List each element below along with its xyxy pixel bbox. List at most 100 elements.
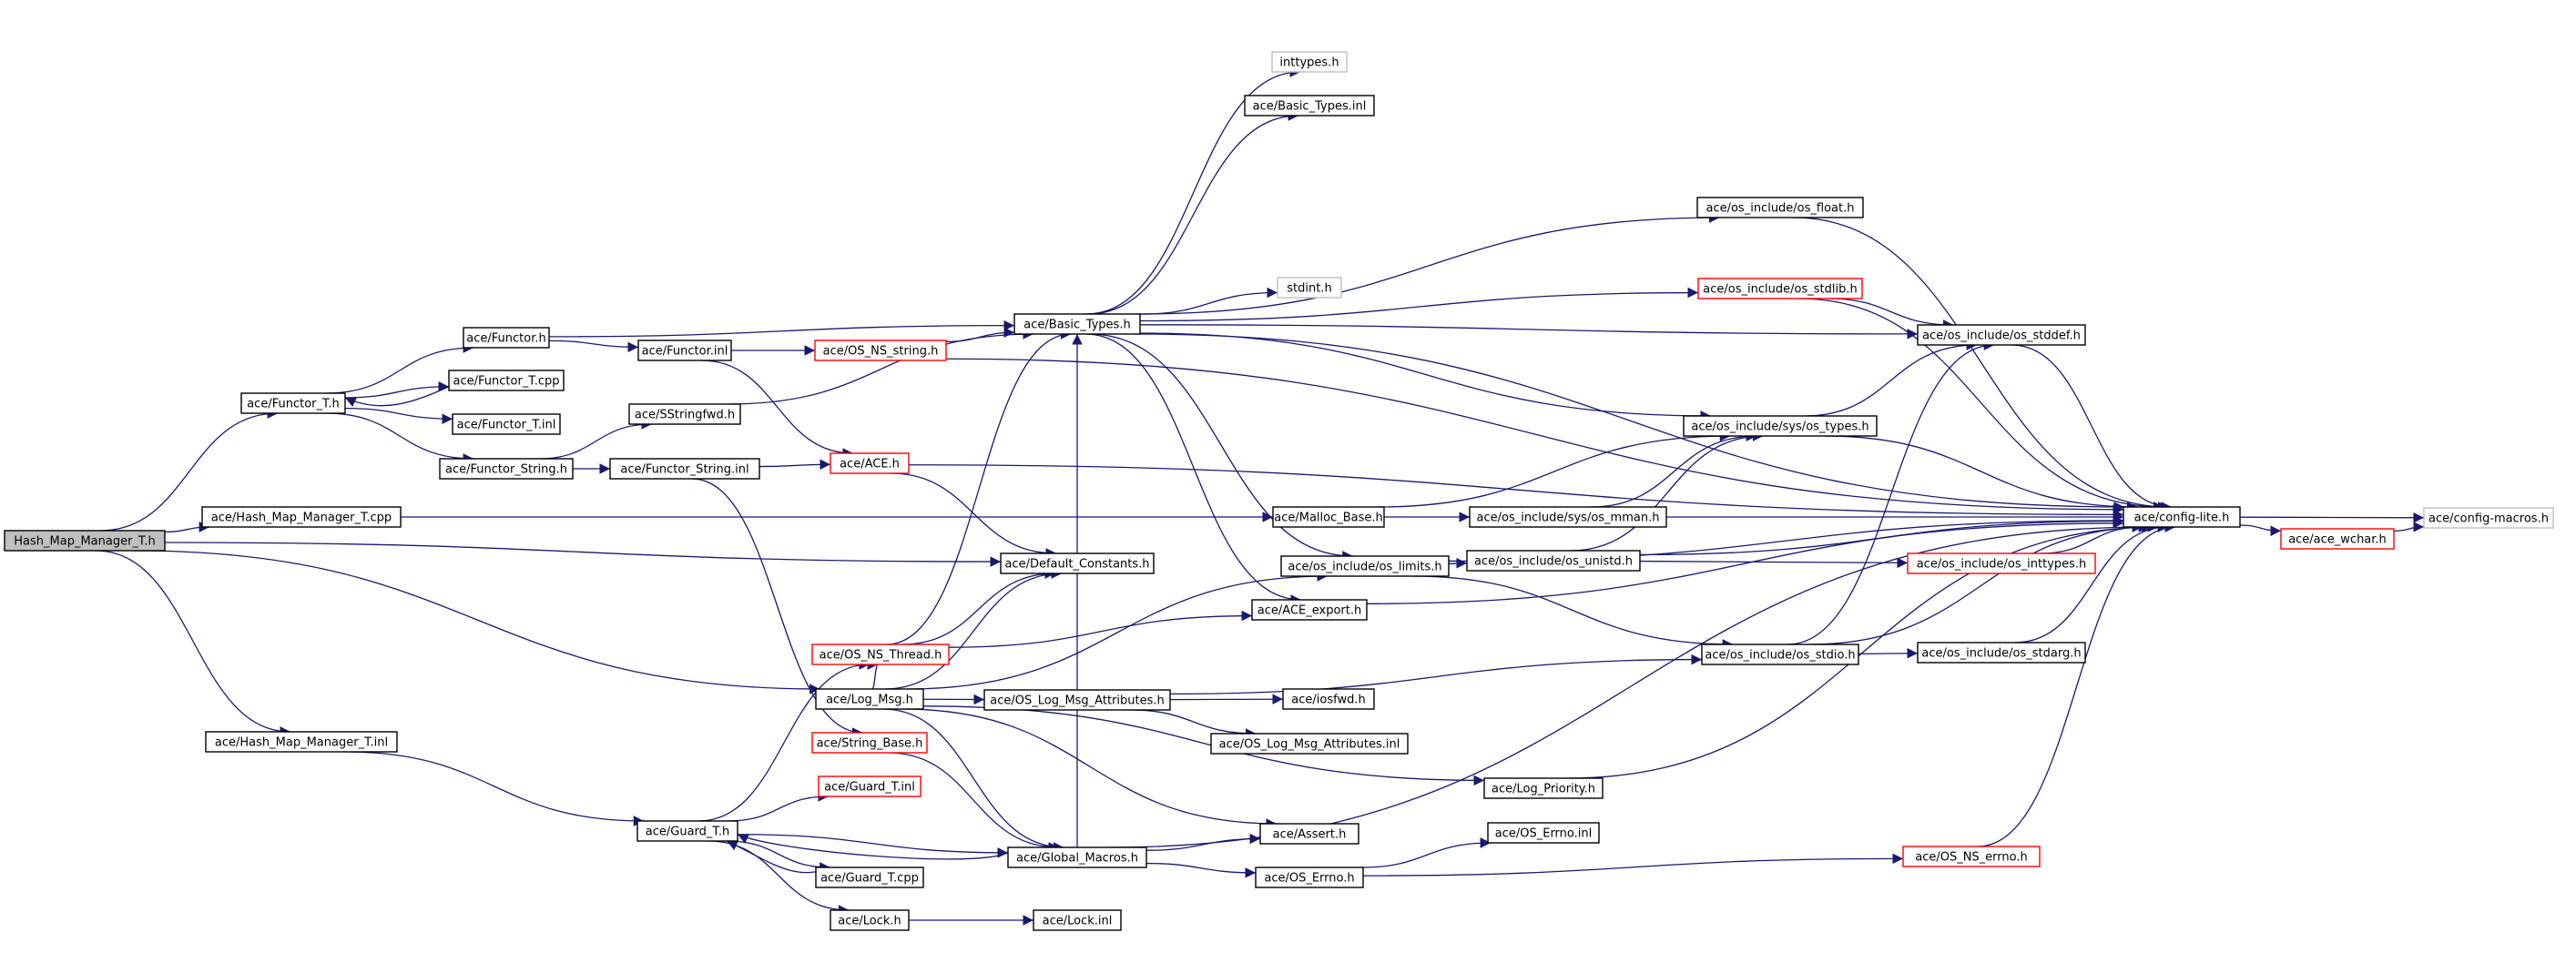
- edge-arrow: [1828, 298, 1954, 330]
- node-label: ace/OS_NS_string.h: [823, 345, 939, 359]
- edge-arrow: [884, 568, 1063, 690]
- node-assert-h[interactable]: ace/Assert.h: [1259, 823, 1359, 845]
- edge-arrow: [1145, 833, 1261, 851]
- node-functor-inl[interactable]: ace/Functor.inl: [637, 340, 732, 361]
- node-inttypes[interactable]: inttypes.h: [1271, 51, 1348, 73]
- edge-guard_t_h-to-guard_t_inl: [728, 791, 830, 822]
- node-os-inttypes[interactable]: ace/os_include/os_inttypes.h: [1907, 552, 2096, 574]
- node-sstringfwd[interactable]: ace/SStringfwd.h: [628, 403, 741, 425]
- node-functor-string-h[interactable]: ace/Functor_String.h: [439, 458, 574, 480]
- node-label: ace/Functor_T.h: [247, 398, 340, 411]
- node-os-errno-h[interactable]: ace/OS_Errno.h: [1255, 867, 1364, 888]
- node-os-limits[interactable]: ace/os_include/os_limits.h: [1280, 555, 1450, 577]
- node-functor-string-inl[interactable]: ace/Functor_String.inl: [609, 458, 760, 480]
- edge-os_unistd-to-os_inttypes: [1639, 557, 1909, 569]
- node-ace-wchar[interactable]: ace/ace_wchar.h: [2280, 528, 2395, 550]
- node-label: ace/Log_Msg.h: [826, 694, 913, 707]
- edge-os_errno_h-to-os_errno_inl: [1361, 837, 1492, 868]
- edge-os_ns_thread-to-ace_export: [948, 610, 1253, 648]
- node-box: [1282, 688, 1375, 710]
- node-os-log-msg-attr-h[interactable]: ace/OS_Log_Msg_Attributes.h: [983, 689, 1171, 711]
- edge-guard_t_h-to-os_ns_thread: [698, 659, 870, 822]
- node-box: [439, 458, 574, 480]
- node-os-stdlib[interactable]: ace/os_include/os_stdlib.h: [1697, 278, 1863, 299]
- node-os-stddef[interactable]: ace/os_include/os_stddef.h: [1917, 324, 2086, 346]
- node-guard-t-cpp[interactable]: ace/Guard_T.cpp: [815, 867, 924, 888]
- node-os-ns-string[interactable]: ace/OS_NS_string.h: [814, 340, 947, 361]
- node-basic-types-inl[interactable]: ace/Basic_Types.inl: [1244, 95, 1375, 117]
- node-default-constants[interactable]: ace/Default_Constants.h: [1000, 552, 1155, 574]
- edge-os_stdio-to-os_stddef: [1787, 340, 1995, 645]
- node-ace-h[interactable]: ace/ACE.h: [830, 452, 910, 474]
- node-iosfwd[interactable]: ace/iosfwd.h: [1282, 688, 1375, 710]
- node-box: [1917, 324, 2086, 346]
- node-box: [1251, 599, 1368, 621]
- node-label: ace/iosfwd.h: [1291, 694, 1365, 707]
- edge-functor_string_h-to-sstringfwd: [538, 419, 653, 460]
- node-box: [815, 688, 924, 710]
- node-os-ns-errno[interactable]: ace/OS_NS_errno.h: [1902, 846, 2041, 867]
- edge-arrow: [726, 840, 831, 874]
- node-log-msg[interactable]: ace/Log_Msg.h: [815, 688, 924, 710]
- node-hmm-inl[interactable]: ace/Hash_Map_Manager_T.inl: [205, 731, 398, 753]
- node-os-errno-inl[interactable]: ace/OS_Errno.inl: [1487, 822, 1600, 844]
- node-basic-types-h[interactable]: ace/Basic_Types.h: [1013, 313, 1141, 335]
- node-box: [1271, 51, 1348, 73]
- edge-arrow: [1139, 332, 1712, 421]
- node-log-priority[interactable]: ace/Log_Priority.h: [1483, 777, 1604, 799]
- edge-basic_types_h-to-inttypes: [1085, 66, 1301, 315]
- edge-guard_t_h-to-global_macros: [737, 834, 1009, 858]
- edge-basic_types_h-to-os_limits: [1089, 333, 1353, 562]
- node-guard-t-h[interactable]: ace/Guard_T.h: [636, 820, 738, 842]
- node-os-ns-thread[interactable]: ace/OS_NS_Thread.h: [811, 644, 950, 665]
- node-sys-os-mman[interactable]: ace/os_include/sys/os_mman.h: [1469, 506, 1667, 528]
- node-os-float[interactable]: ace/os_include/os_float.h: [1696, 197, 1864, 218]
- node-string-base[interactable]: ace/String_Base.h: [811, 732, 928, 754]
- node-os-unistd[interactable]: ace/os_include/os_unistd.h: [1466, 550, 1641, 572]
- node-config-lite[interactable]: ace/config-lite.h: [2123, 506, 2241, 528]
- node-functor-t-inl[interactable]: ace/Functor_T.inl: [452, 413, 561, 435]
- node-label: ace/os_include/sys/os_mman.h: [1477, 512, 1660, 525]
- node-stdint[interactable]: stdint.h: [1277, 277, 1342, 299]
- node-functor-h[interactable]: ace/Functor.h: [463, 327, 550, 349]
- edge-arrow: [948, 610, 1253, 648]
- node-label: ace/os_include/os_float.h: [1705, 202, 1854, 216]
- node-label: stdint.h: [1287, 282, 1331, 296]
- edge-config_lite-to-config_macros: [2239, 512, 2425, 523]
- node-lock-h[interactable]: ace/Lock.h: [830, 909, 910, 931]
- edges-layer: [95, 66, 2425, 926]
- edge-arrow: [1139, 324, 1919, 340]
- node-label: ace/Functor.inl: [642, 345, 728, 359]
- node-os-stdarg[interactable]: ace/os_include/os_stdarg.h: [1917, 642, 2086, 664]
- node-box: [830, 452, 910, 474]
- edge-arrow: [1145, 862, 1257, 878]
- edge-os_inttypes-to-config_lite: [2040, 522, 2143, 554]
- node-global-macros[interactable]: ace/Global_Macros.h: [1007, 846, 1147, 868]
- node-root: Hash_Map_Manager_T.h: [4, 530, 166, 552]
- node-functor-t-h[interactable]: ace/Functor_T.h: [240, 392, 346, 414]
- node-lock-inl[interactable]: ace/Lock.inl: [1033, 909, 1122, 931]
- node-os-stdio[interactable]: ace/os_include/os_stdio.h: [1701, 644, 1859, 665]
- node-functor-t-cpp[interactable]: ace/Functor_T.cpp: [448, 370, 565, 391]
- node-label: ace/OS_Errno.h: [1264, 872, 1354, 886]
- edge-global_macros-to-assert_h: [1145, 833, 1261, 851]
- edge-arrow: [1137, 212, 1720, 315]
- node-guard-t-inl[interactable]: ace/Guard_T.inl: [818, 775, 921, 797]
- node-hmm-cpp[interactable]: ace/Hash_Map_Manager_T.cpp: [201, 506, 402, 528]
- node-os-log-msg-attr-inl[interactable]: ace/OS_Log_Msg_Attributes.inl: [1210, 733, 1409, 755]
- edge-arrow: [890, 472, 1057, 559]
- edge-os_errno_h-to-os_ns_errno: [1362, 853, 1904, 877]
- edge-arrow: [1169, 654, 1703, 695]
- edge-arrow: [701, 360, 853, 459]
- node-label: ace/OS_Log_Msg_Attributes.inl: [1219, 738, 1400, 752]
- edge-arrow: [908, 464, 2124, 521]
- edge-arrow: [1361, 837, 1492, 868]
- node-sys-os-types[interactable]: ace/os_include/sys/os_types.h: [1683, 415, 1878, 437]
- node-ace-export[interactable]: ace/ACE_export.h: [1251, 599, 1368, 621]
- node-box: [205, 731, 398, 753]
- node-malloc-base[interactable]: ace/Malloc_Base.h: [1272, 506, 1385, 528]
- edge-basic_types_h-to-ace_export: [1084, 333, 1302, 605]
- node-box: [2423, 507, 2554, 529]
- node-config-macros[interactable]: ace/config-macros.h: [2423, 507, 2554, 529]
